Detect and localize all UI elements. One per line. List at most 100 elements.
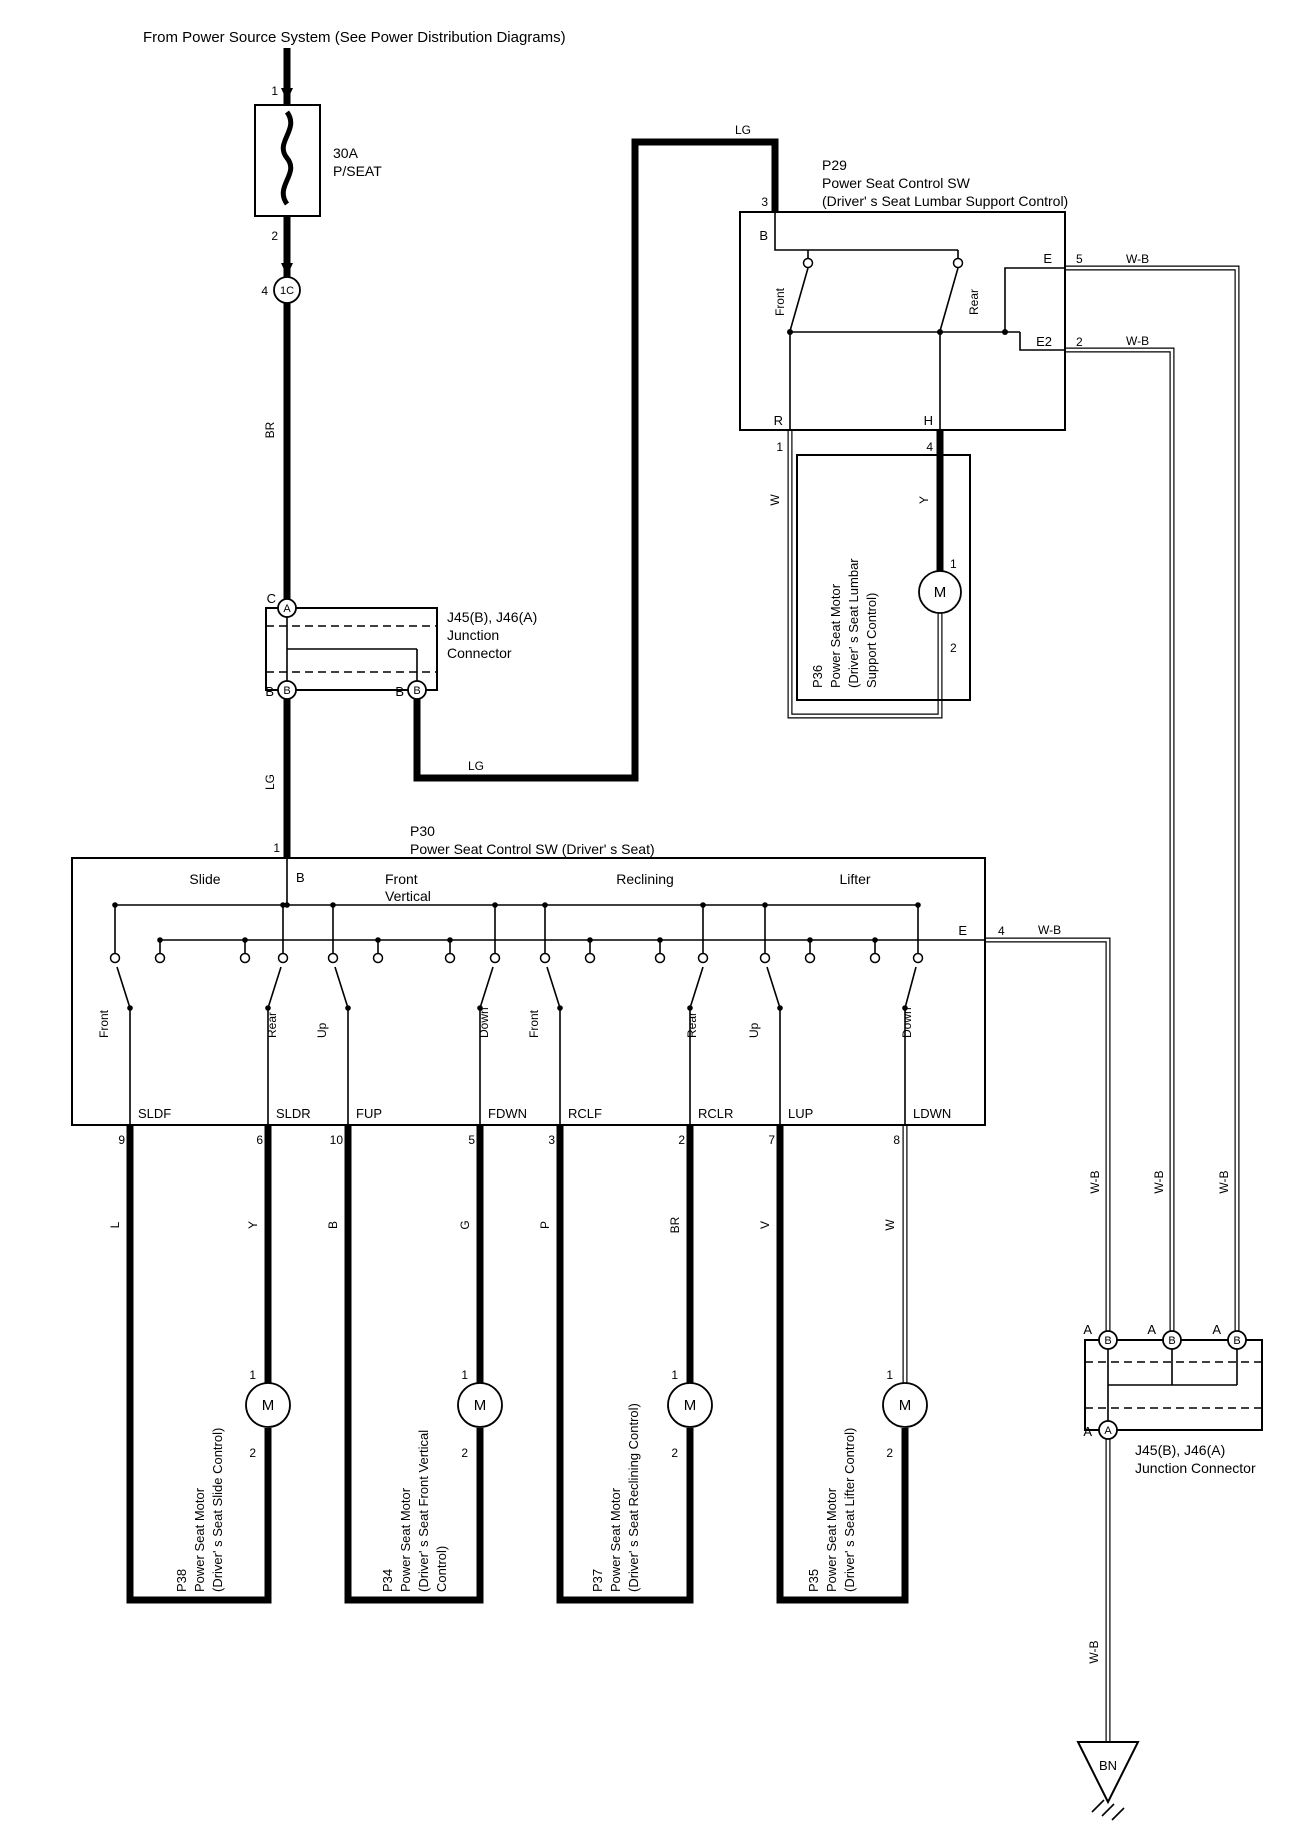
p30-out-lup: LUP (788, 1106, 813, 1121)
jc2-terminal-top-1 (1098, 1330, 1118, 1350)
motor-p34 (457, 1382, 503, 1428)
wire-color-wb-v3: W-B (1217, 1170, 1231, 1193)
p30-dir-rear-recl: Rear (685, 1012, 699, 1038)
p37-name-1: Power Seat Motor (608, 1487, 623, 1592)
p30-section-reclining: Reclining (616, 871, 674, 887)
wire-color-wb-ground: W-B (1087, 1640, 1101, 1663)
p30-contacts (109, 952, 924, 964)
motor-p38 (245, 1382, 291, 1428)
jc1-terminal-bottom-right (407, 680, 427, 700)
jc1-bl-term: B (283, 685, 290, 697)
p34-id: P34 (380, 1569, 395, 1592)
p29-terminal-r: R (774, 413, 783, 428)
jc2-bottom-term: A (1104, 1425, 1112, 1437)
p30-out-fup: FUP (356, 1106, 382, 1121)
jc2-terminal-top-2 (1162, 1330, 1182, 1350)
jc1-br-pin: B (395, 684, 404, 699)
jc2-name-2: Junction Connector (1135, 1460, 1256, 1476)
wire-color-lg-left: LG (263, 774, 277, 790)
jc2-top-term-2: B (1168, 1335, 1175, 1347)
p36-name-3: Support Control) (864, 593, 879, 688)
p29-pin-1: 1 (776, 440, 783, 454)
fuse-box (254, 104, 321, 217)
wire-color-wb-v1: W-B (1088, 1170, 1102, 1193)
jc2-top-term-1: B (1104, 1335, 1111, 1347)
p30-pin-2: 2 (678, 1133, 685, 1147)
wire-color-g: G (458, 1220, 472, 1229)
p29-pin-2: 2 (1076, 335, 1083, 349)
p30-out-rclr: RCLR (698, 1106, 733, 1121)
p35-name-2: (Driver' s Seat Lifter Control) (842, 1428, 857, 1592)
p36-pin-2: 2 (950, 641, 957, 655)
motor-p37 (667, 1382, 713, 1428)
p30-dir-front-recl: Front (527, 1009, 541, 1038)
p29-terminal-e: E (1043, 251, 1052, 266)
wire-color-wb-e: W-B (1126, 252, 1149, 266)
p29-terminal-b: B (759, 228, 768, 243)
p30-internals (109, 858, 985, 1125)
p30-pin-4: 4 (998, 924, 1005, 938)
ground-symbol (1076, 1741, 1140, 1821)
p36-box (796, 454, 971, 701)
fuse-name: P/SEAT (333, 163, 382, 179)
p30-dir-down-lift: Down (900, 1007, 914, 1038)
p30-pin-in: 1 (273, 841, 280, 855)
p30-pin-10: 10 (330, 1133, 344, 1147)
p29-terminal-h: H (924, 413, 933, 428)
p30-id: P30 (410, 823, 435, 839)
p35-name-1: Power Seat Motor (824, 1487, 839, 1592)
p34-name-1: Power Seat Motor (398, 1487, 413, 1592)
p36-pin-1: 1 (950, 557, 957, 571)
wire-color-lg-mid: LG (468, 759, 484, 773)
p37-name-2: (Driver' s Seat Reclining Control) (626, 1403, 641, 1592)
jc1-name-2: Junction (447, 627, 499, 643)
p29-internals (774, 212, 1065, 430)
p29-label-front: Front (773, 287, 787, 316)
jc2-name-1: J45(B), J46(A) (1135, 1442, 1225, 1458)
jc1-bl-pin: B (265, 684, 274, 699)
wire-arrows (281, 88, 293, 276)
p30-dir-rear-slide: Rear (265, 1012, 279, 1038)
p29-pin-4: 4 (926, 440, 933, 454)
arrow-down-icon (281, 88, 293, 101)
p30-section-front-vertical-2: Vertical (385, 888, 431, 904)
p29-box (739, 211, 1066, 431)
jc1-terminal-bottom-left (277, 680, 297, 700)
p34-motor-label: M (474, 1397, 487, 1414)
p35-motor-label: M (899, 1397, 912, 1414)
p36-name-1: Power Seat Motor (828, 583, 843, 688)
thick-wires (126, 48, 944, 1604)
jc2-top-pin-2: A (1147, 1322, 1156, 1337)
wire-color-p: P (538, 1221, 552, 1229)
p29-terminal-e2: E2 (1036, 334, 1052, 349)
p30-out-fdwn: FDWN (488, 1106, 527, 1121)
p29-label-rear: Rear (967, 289, 981, 315)
connector-1c-pin: 4 (261, 284, 268, 298)
jc1-top-pin: C (267, 591, 276, 606)
p34-pin-2: 2 (461, 1446, 468, 1460)
p29-name: Power Seat Control SW (822, 175, 971, 191)
jc1-terminal-top (277, 598, 297, 618)
fuse-pin-bottom: 2 (271, 229, 278, 243)
p30-nodes (112, 902, 921, 1011)
jc1-top-term: A (283, 603, 291, 615)
p35-pin-2: 2 (886, 1446, 893, 1460)
p35-pin-1: 1 (886, 1368, 893, 1382)
ground-label-bn: BN (1099, 1758, 1117, 1773)
p30-out-sldr: SLDR (276, 1106, 311, 1121)
junction-connector-internals (266, 608, 1262, 1430)
p34-name-3: Control) (434, 1546, 449, 1592)
p37-pin-2: 2 (671, 1446, 678, 1460)
source-note: From Power Source System (See Power Dist… (143, 29, 566, 46)
p38-name-1: Power Seat Motor (192, 1487, 207, 1592)
p30-terminal-e: E (958, 923, 967, 938)
p37-motor-label: M (684, 1397, 697, 1414)
jc1-name-3: Connector (447, 645, 512, 661)
connector-1c-label: 1C (280, 285, 294, 297)
jc1-br-term: B (413, 685, 420, 697)
wire-color-br2: BR (668, 1216, 682, 1233)
p30-section-slide: Slide (189, 871, 220, 887)
hollow-wires (787, 265, 1240, 1742)
wire-color-wb-e2: W-B (1126, 334, 1149, 348)
